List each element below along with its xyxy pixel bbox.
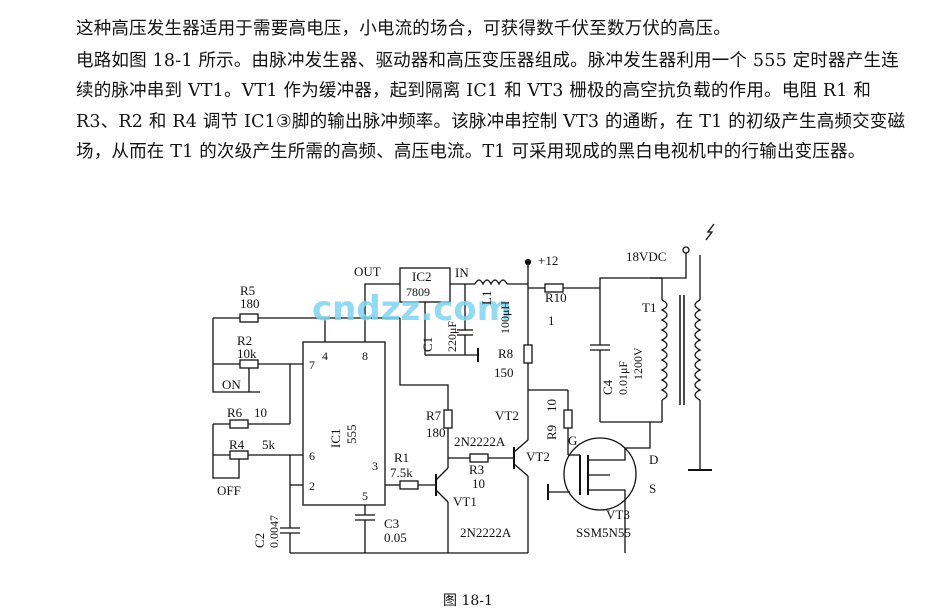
watermark: cndzz.com	[312, 289, 512, 329]
label-c4-voltage: 1200V	[631, 347, 645, 380]
label-r9: R9	[544, 425, 559, 440]
figure-caption: 图 18-1	[443, 593, 493, 609]
label-ic2: IC2	[412, 269, 432, 284]
vt3-drain-inner	[588, 448, 626, 461]
label-vt2-part: 2N2222A	[454, 434, 506, 449]
label-r3-value: 10	[472, 476, 485, 491]
pin-8: 8	[362, 349, 368, 363]
label-t1: T1	[642, 300, 656, 315]
wire-r7-top	[399, 318, 449, 410]
label-gate: G	[568, 433, 577, 448]
label-vt1: VT1	[453, 494, 477, 509]
t1-secondary	[694, 299, 702, 401]
label-r8-value: 150	[494, 365, 514, 380]
plus12-node	[524, 258, 532, 266]
r6-resistor	[229, 419, 249, 429]
label-r9-value: 10	[544, 399, 559, 412]
r1-resistor	[399, 480, 419, 490]
label-r1-value: 7.5k	[390, 465, 413, 480]
label-vt3: VT3	[606, 507, 630, 522]
label-plus12: +12	[538, 253, 558, 268]
label-c3-value: 0.05	[384, 530, 407, 545]
r2-resistor	[239, 359, 259, 369]
label-vt3-part: SSM5N55	[576, 525, 631, 540]
label-vt2: VT2	[526, 449, 550, 464]
vt2-collector	[513, 439, 529, 453]
pin-5: 5	[362, 489, 368, 503]
label-r5-value: 180	[240, 296, 260, 311]
label-c1-value: 220μF	[445, 321, 459, 352]
label-r6: R6	[227, 405, 243, 420]
label-source: S	[649, 481, 656, 496]
pin-6: 6	[309, 449, 315, 463]
r3-resistor	[469, 453, 489, 463]
label-c2: C2	[252, 533, 267, 548]
t1-primary	[660, 299, 668, 401]
pin-3: 3	[372, 459, 378, 473]
label-off: OFF	[217, 483, 241, 498]
vt1-emitter	[435, 489, 449, 503]
vt2-emitter	[513, 463, 529, 477]
label-ic1-part: 555	[344, 425, 359, 445]
label-c3: C3	[384, 516, 399, 531]
label-r10-value: 1	[548, 313, 555, 328]
label-r4-value: 5k	[262, 437, 276, 452]
r8-resistor	[523, 344, 533, 364]
label-r5: R5	[240, 283, 255, 298]
label-on: ON	[222, 377, 241, 392]
label-r7-value: 180	[426, 425, 446, 440]
label-18vdc: 18VDC	[626, 249, 666, 264]
description-text: 这种高压发生器适用于需要高电压，小电流的场合，可获得数千伏至数万伏的高压。 电路…	[76, 14, 908, 168]
vt3-source-inner	[588, 489, 626, 505]
pin-4: 4	[322, 349, 328, 363]
label-drain: D	[649, 452, 658, 467]
label-ic2-part: 7809	[406, 285, 430, 299]
r5-resistor	[239, 313, 259, 323]
label-r10: R10	[545, 290, 567, 305]
label-vt2-top: VT2	[495, 408, 519, 423]
r9-resistor	[563, 409, 573, 429]
r4-resistor	[229, 450, 249, 460]
paragraph-circuit: 电路如图 18-1 所示。由脉冲发生器、驱动器和高压变压器组成。脉冲发生器利用一…	[76, 50, 906, 163]
label-c4-value: 0.01μF	[616, 361, 630, 395]
label-l1: L1	[479, 291, 494, 305]
switch-off	[212, 455, 240, 479]
switch-on	[212, 364, 260, 393]
label-in: IN	[455, 265, 469, 280]
wire-ic2-out	[364, 283, 400, 318]
l1-inductor	[474, 279, 508, 286]
label-vt1-part: 2N2222A	[460, 525, 512, 540]
label-c4: C4	[600, 379, 615, 395]
paragraph-intro: 这种高压发生器适用于需要高电压，小电流的场合，可获得数千伏至数万伏的高压。	[76, 19, 731, 39]
label-r3: R3	[469, 462, 484, 477]
label-r2: R2	[237, 333, 252, 348]
wire-drain-t1	[625, 421, 662, 449]
vt1-collector	[435, 467, 449, 481]
label-out: OUT	[354, 264, 381, 279]
vdc-terminal	[682, 246, 690, 254]
label-c2-value: 0.0047	[267, 515, 281, 548]
label-l1-value: 100μH	[498, 301, 512, 334]
label-r8: R8	[498, 346, 513, 361]
label-r6-value: 10	[254, 405, 267, 420]
label-ic1: IC1	[328, 429, 343, 449]
label-r4: R4	[229, 437, 245, 452]
label-r1: R1	[394, 450, 409, 465]
spark-icon	[705, 223, 715, 241]
ic1-box	[302, 341, 386, 506]
label-r7: R7	[426, 408, 442, 423]
pin-2: 2	[309, 479, 315, 493]
pin-7: 7	[309, 358, 315, 372]
label-r2-value: 10k	[237, 346, 257, 361]
vt3-mosfet-body	[563, 437, 637, 511]
label-c1: C1	[420, 337, 435, 352]
